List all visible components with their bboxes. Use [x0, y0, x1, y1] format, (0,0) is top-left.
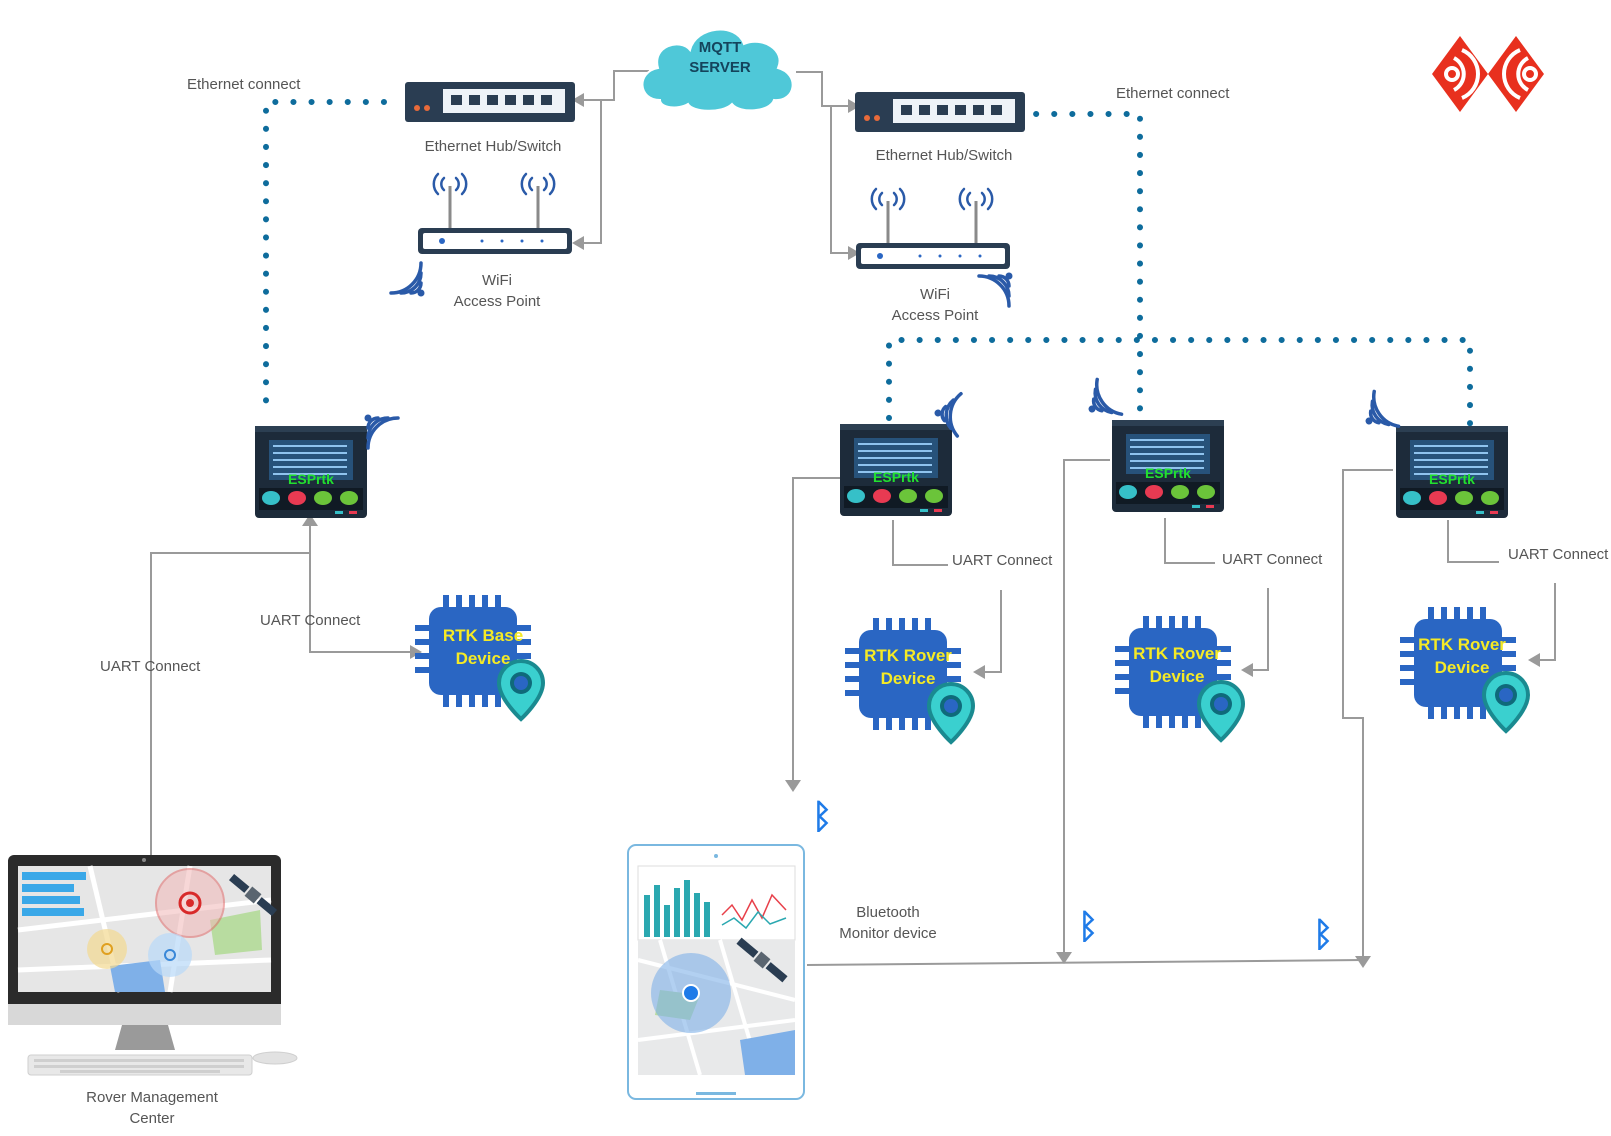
rtk-base-device-label: RTK Base Device	[443, 624, 523, 670]
pc-uart	[150, 525, 311, 865]
base-line2: Device	[455, 649, 511, 668]
rover-management-monitor-icon	[8, 855, 298, 1076]
uart-pc-label: UART Connect	[100, 658, 201, 675]
mqtt-cloud-icon	[641, 28, 794, 112]
rover1-to-tablet	[792, 477, 840, 780]
hub-right-icon	[855, 92, 1025, 132]
mqtt-to-ap-right	[830, 106, 848, 254]
esprtk-rover2-label: ESPrtk	[1145, 465, 1191, 481]
rover3-uart-a	[1447, 520, 1499, 563]
mqtt-line1: MQTT	[698, 39, 742, 56]
wifi-right-line1: WiFi	[920, 286, 950, 303]
ap-right-wave-icon	[977, 270, 1015, 308]
rover1-uart-a	[892, 520, 948, 566]
rover3-bt	[1342, 469, 1393, 960]
esprtk-rover3-label: ESPrtk	[1429, 471, 1475, 487]
rover1-line1: RTK Rover	[864, 646, 952, 665]
wifi-ap-left-icon	[416, 172, 574, 256]
wifi-left-line2: Access Point	[453, 293, 541, 310]
rtk-rover2-device-label: RTK Rover Device	[1133, 642, 1221, 688]
rover2-uart-a	[1164, 518, 1215, 564]
ethernet-link-rovers	[886, 337, 1473, 428]
rmc-line1: Rover Management	[86, 1089, 218, 1106]
hub-right-label: Ethernet Hub/Switch	[875, 147, 1013, 164]
rover2-line2: Device	[1149, 667, 1205, 686]
hub-left-icon	[405, 82, 575, 122]
uart-rover3-label: UART Connect	[1508, 546, 1609, 563]
ap-left-wave-icon	[389, 261, 427, 299]
rover3-line2: Device	[1434, 658, 1490, 677]
ethernet-connect-left-label: Ethernet connect	[187, 76, 301, 93]
tablet-monitor-icon	[627, 844, 805, 1100]
rmc-line2: Center	[129, 1110, 175, 1127]
wifi-left-line1: WiFi	[482, 272, 512, 289]
mqtt-to-hub-left	[584, 70, 649, 101]
rover1-line2: Device	[880, 669, 936, 688]
base-uart	[309, 525, 410, 653]
espressif-logo-icon	[1432, 36, 1544, 112]
wifi-right-line2: Access Point	[891, 307, 979, 324]
rover2-line1: RTK Rover	[1133, 644, 1221, 663]
bluetooth-icon: ᛒ	[1078, 908, 1099, 946]
hub-left-label: Ethernet Hub/Switch	[424, 138, 562, 155]
rover2-bt	[1063, 459, 1110, 955]
mqtt-to-hub-right	[796, 71, 848, 107]
wifi-ap-left-label: WiFi Access Point	[454, 270, 541, 312]
esprtk-rover3-wifi-icon	[1363, 389, 1406, 432]
esprtk-rover1-label: ESPrtk	[873, 469, 919, 485]
uart-rover1-label: UART Connect	[952, 552, 1053, 569]
bluetooth-monitor-label: Bluetooth Monitor device	[839, 902, 937, 944]
bluetooth-icon: ᛒ	[812, 798, 833, 836]
ethernet-link-right	[1015, 111, 1143, 418]
rtk-rover1-device-label: RTK Rover Device	[864, 644, 952, 690]
ethernet-connect-right-label: Ethernet connect	[1116, 85, 1230, 102]
tablet-bt-line	[806, 959, 1364, 966]
mqtt-server-label: MQTT SERVER	[689, 38, 750, 78]
rover3-uart-b	[1540, 583, 1556, 661]
wifi-ap-right-label: WiFi Access Point	[892, 284, 979, 326]
esprtk-base-wifi-icon	[362, 412, 400, 450]
esprtk-base-label: ESPrtk	[288, 471, 334, 487]
connector-lines	[150, 70, 1556, 966]
bluetooth-line1: Bluetooth	[856, 904, 920, 921]
mqtt-line2: SERVER	[689, 59, 751, 76]
bluetooth-line2: Monitor device	[839, 925, 937, 942]
rover1-uart-b	[985, 590, 1002, 673]
rover2-uart-b	[1253, 588, 1269, 671]
rover-management-label: Rover Management Center	[86, 1087, 218, 1129]
ethernet-links	[263, 99, 1473, 428]
esprtk-rover2-wifi-icon	[1086, 377, 1129, 420]
uart-base-label: UART Connect	[260, 612, 361, 629]
base-line1: RTK Base	[442, 626, 524, 645]
ethernet-link-left	[263, 99, 387, 417]
mqtt-to-ap-left	[584, 100, 602, 244]
wifi-ap-right-icon	[854, 187, 1012, 271]
connector-arrows	[302, 93, 1540, 968]
uart-rover2-label: UART Connect	[1222, 551, 1323, 568]
rover3-line1: RTK Rover	[1418, 635, 1506, 654]
bluetooth-icon: ᛒ	[1313, 916, 1334, 954]
rtk-rover3-device-label: RTK Rover Device	[1418, 633, 1506, 679]
